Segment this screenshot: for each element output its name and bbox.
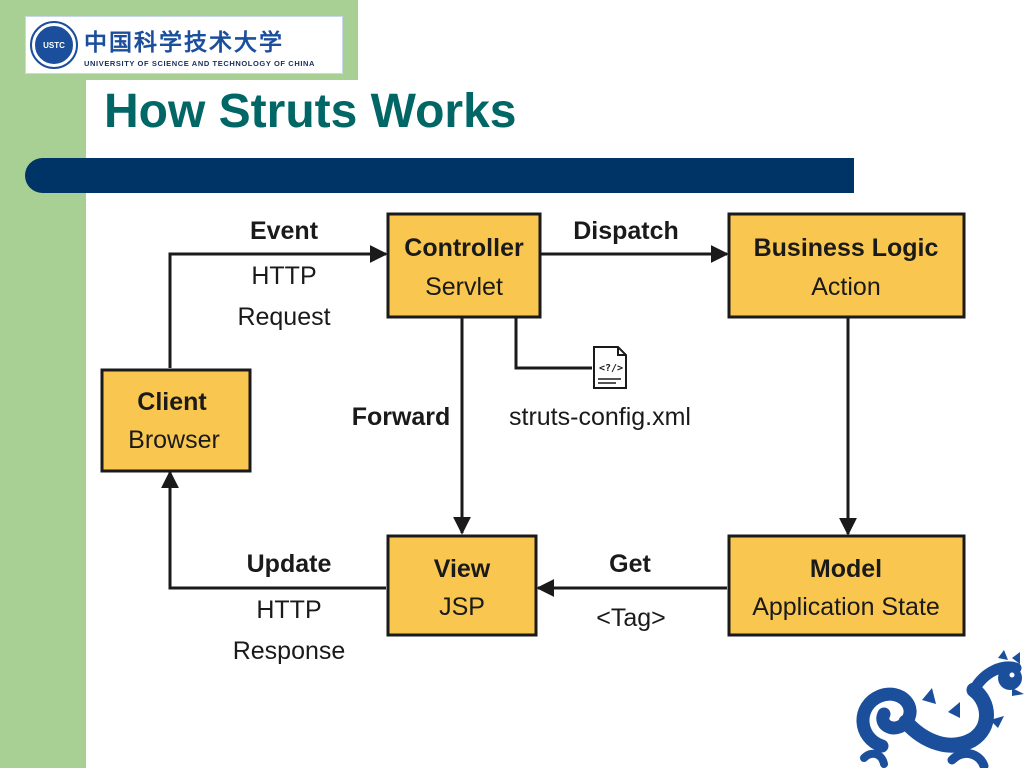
event-request-label: Request: [237, 303, 330, 331]
logo-chinese-name: 中国科学技术大学: [84, 29, 284, 56]
svg-text:<?/>: <?/>: [599, 363, 623, 374]
update-response-label: Response: [233, 637, 346, 665]
page-title: How Struts Works: [104, 85, 517, 138]
seal-icon: USTC: [30, 21, 78, 69]
controller-subtitle: Servlet: [425, 273, 503, 301]
event-arrow: [168, 245, 388, 368]
business-subtitle: Action: [811, 273, 880, 301]
client-browser-box: Client Browser: [100, 368, 252, 473]
update-label: Update: [247, 550, 332, 578]
controller-servlet-box: Controller Servlet: [386, 212, 542, 319]
model-application-state-box: Model Application State: [727, 534, 966, 637]
client-title: Client: [137, 388, 207, 416]
tag-label: <Tag>: [596, 604, 666, 632]
config-connector: [514, 317, 592, 370]
title-underline-bar: [25, 158, 854, 193]
xml-document-icon: <?/>: [593, 346, 627, 389]
model-subtitle: Application State: [752, 593, 940, 621]
view-jsp-box: View JSP: [386, 534, 538, 637]
side-band: [0, 0, 86, 768]
event-http-label: HTTP: [251, 262, 316, 290]
config-file-label: struts-config.xml: [509, 403, 691, 431]
view-title: View: [434, 555, 491, 583]
controller-title: Controller: [404, 234, 524, 262]
model-title: Model: [810, 555, 882, 583]
update-arrow: [161, 470, 386, 590]
update-http-label: HTTP: [256, 596, 321, 624]
dispatch-label: Dispatch: [573, 217, 679, 245]
forward-label: Forward: [352, 403, 451, 431]
client-subtitle: Browser: [128, 426, 220, 454]
get-label: Get: [609, 550, 651, 578]
university-logo: USTC 中国科学技术大学 UNIVERSITY OF SCIENCE AND …: [25, 16, 343, 74]
business-title: Business Logic: [754, 234, 939, 262]
logo-english-name: UNIVERSITY OF SCIENCE AND TECHNOLOGY OF …: [84, 59, 316, 68]
business-logic-action-box: Business Logic Action: [727, 212, 966, 319]
view-subtitle: JSP: [439, 593, 485, 621]
content-corner: [86, 80, 358, 120]
event-label: Event: [250, 217, 319, 245]
dragon-emblem-icon: [856, 650, 1024, 768]
